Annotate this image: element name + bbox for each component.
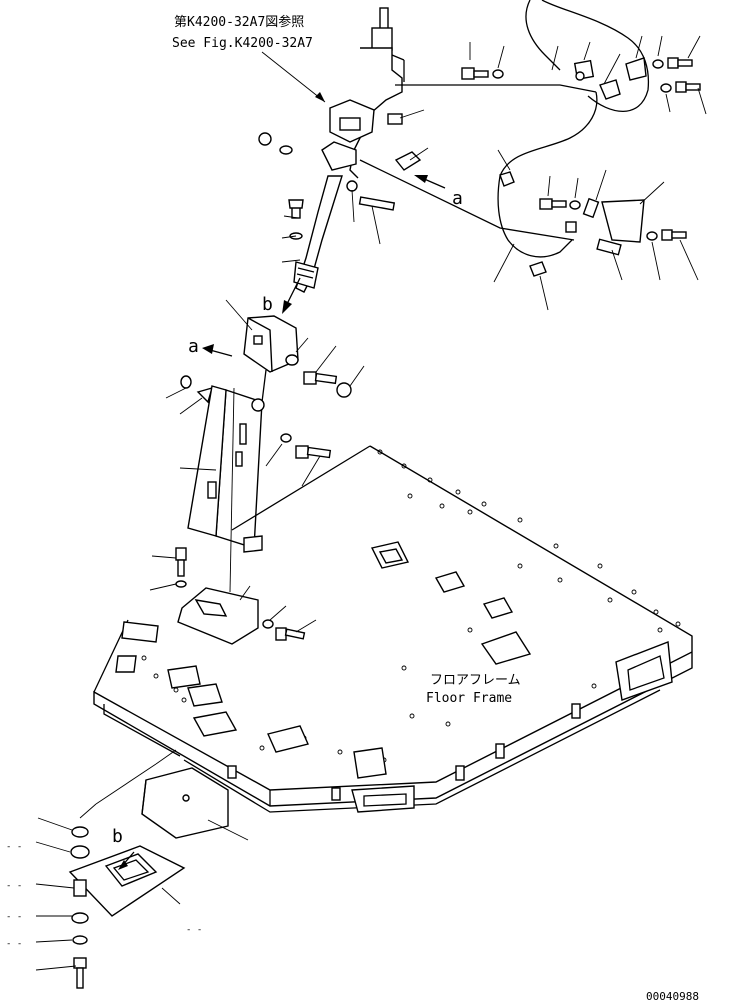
- pedal-plate: [68, 845, 186, 917]
- washer-leaders: [35, 749, 177, 971]
- wiring-harness: [359, 0, 650, 258]
- blank-callout-1: - -: [6, 842, 22, 852]
- blank-callout-3: - -: [6, 912, 22, 922]
- reference-leader: [261, 51, 326, 103]
- view-marker-b-lower: b: [112, 826, 123, 847]
- console-mount: [175, 547, 306, 645]
- blank-callout-4: - -: [6, 939, 22, 949]
- reference-note-en: See Fig.K4200-32A7: [172, 36, 313, 51]
- floor-frame-label-en: Floor Frame: [426, 691, 512, 706]
- floor-frame: [93, 445, 693, 813]
- upper-right-fasteners: [461, 57, 701, 100]
- figure-id: 00040988: [646, 990, 699, 1003]
- reference-note-jp: 第K4200-32A7図参照: [174, 14, 304, 30]
- upper-right-leaders: [469, 35, 707, 311]
- view-marker-a-lower: a: [188, 336, 199, 357]
- stacked-washers: [70, 826, 90, 989]
- steering-column: [258, 7, 422, 293]
- mount-leaders: [149, 555, 317, 633]
- console-leaders: [165, 299, 365, 593]
- blank-callout-2: - -: [6, 881, 22, 891]
- column-bracket: [243, 315, 299, 373]
- column-leaders: [281, 109, 429, 263]
- harness-bracket: [499, 171, 687, 277]
- view-marker-a-upper: a: [452, 188, 463, 209]
- view-marker-b-upper: b: [262, 294, 273, 315]
- blank-callout-5: - -: [186, 925, 202, 935]
- floor-frame-label-jp: フロアフレーム: [430, 673, 521, 688]
- floor-cover: [141, 767, 229, 839]
- console-frame: [187, 369, 332, 553]
